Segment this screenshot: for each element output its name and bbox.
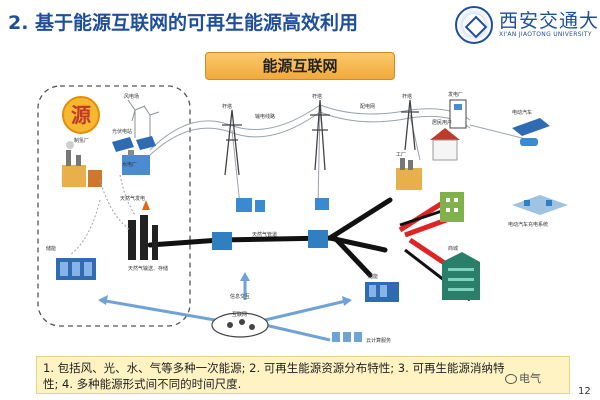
- label-info-exchange: 信息交互: [230, 293, 250, 300]
- label-ev-charging: 电动汽车充电系统: [508, 221, 548, 228]
- energy-internet-diagram: 风电场 光伏电站 水电厂 天然气发电 制氢厂 储能 天然气输送、存储 输电线路 …: [37, 85, 568, 344]
- right-storage-icon: [365, 282, 399, 302]
- power-plant-icon: [122, 150, 150, 175]
- label-gas-power: 天然气发电: [120, 195, 145, 202]
- transmission-lines: [149, 104, 531, 206]
- transmission-tower-icon: [222, 99, 419, 176]
- label-hydro: 水电厂: [122, 161, 137, 168]
- energy-internet-banner: 能源互联网: [205, 52, 395, 80]
- source-region: [37, 85, 191, 327]
- cloud-server-icon: [332, 332, 362, 342]
- logo-name-cn: 西安交通大學: [499, 10, 600, 32]
- residential-building-icon: [430, 128, 460, 161]
- label-residential: 居民用户: [432, 119, 452, 126]
- label-solar: 光伏电站: [112, 128, 132, 135]
- label-ev: 电动汽车: [512, 109, 532, 116]
- ev-charging-icon: [512, 195, 568, 215]
- label-tower-2: 杆塔: [312, 93, 322, 100]
- logo-name-en: XI'AN JIAOTONG UNIVERSITY: [499, 31, 592, 38]
- left-storage-icon: [56, 258, 96, 280]
- label-tower-3: 杆塔: [402, 93, 412, 100]
- footnote-line-2: 性; 4. 多种能源形式间不同的时间尺度.: [43, 377, 242, 391]
- right-factory-icon: [396, 158, 422, 190]
- label-internet: 互联网: [232, 311, 247, 318]
- label-factory: 工厂: [396, 152, 406, 158]
- ev-solar-icon: [512, 118, 550, 146]
- source-links: [69, 174, 136, 256]
- label-biomass: 制氢厂: [74, 137, 89, 144]
- wechat-icon: [505, 374, 517, 384]
- left-factory-icon: [62, 141, 102, 187]
- gas-plant-icon: [128, 200, 158, 260]
- label-storage-left: 储能: [46, 245, 56, 252]
- gas-pipeline-lines: [147, 197, 393, 278]
- wind-turbine-icon: [127, 99, 160, 140]
- commercial-building-icon: [442, 252, 480, 300]
- label-commercial: 商城: [448, 245, 458, 252]
- info-arrowheads: [98, 272, 352, 306]
- label-transmission: 输电线路: [255, 113, 275, 120]
- info-links: [99, 275, 351, 342]
- label-tower-1: 杆塔: [222, 103, 232, 110]
- top-right-plant-icon: [449, 99, 467, 129]
- source-badge: 源: [62, 96, 100, 134]
- page-number: 12: [578, 386, 591, 397]
- label-distribution: 配电网: [360, 103, 375, 110]
- label-gas-pipeline: 天然气管道: [252, 231, 277, 238]
- label-cloud: 云计算服务: [366, 337, 391, 344]
- label-wind: 风电场: [124, 93, 139, 100]
- page-title: 2. 基于能源互联网的可再生能源高效利用: [8, 12, 359, 34]
- watermark: 电气: [505, 370, 541, 386]
- substation-icon: [212, 198, 329, 250]
- label-plant: 发电厂: [448, 91, 463, 98]
- label-gas-storage: 天然气输送、存储: [128, 265, 168, 272]
- university-seal-icon: [455, 6, 493, 44]
- office-building-icon: [440, 192, 464, 222]
- footnote-line-1: 1. 包括风、光、水、气等多种一次能源; 2. 可再生能源资源分布特性; 3. …: [43, 361, 505, 375]
- university-logo: 西安交通大學 XI'AN JIAOTONG UNIVERSITY: [455, 4, 600, 48]
- label-storage-right: 储能: [368, 273, 378, 280]
- internet-cloud-icon: [211, 312, 269, 338]
- footnote-box: 1. 包括风、光、水、气等多种一次能源; 2. 可再生能源资源分布特性; 3. …: [36, 356, 570, 394]
- watermark-text: 电气: [519, 372, 541, 385]
- solar-panel-icon: [112, 136, 156, 152]
